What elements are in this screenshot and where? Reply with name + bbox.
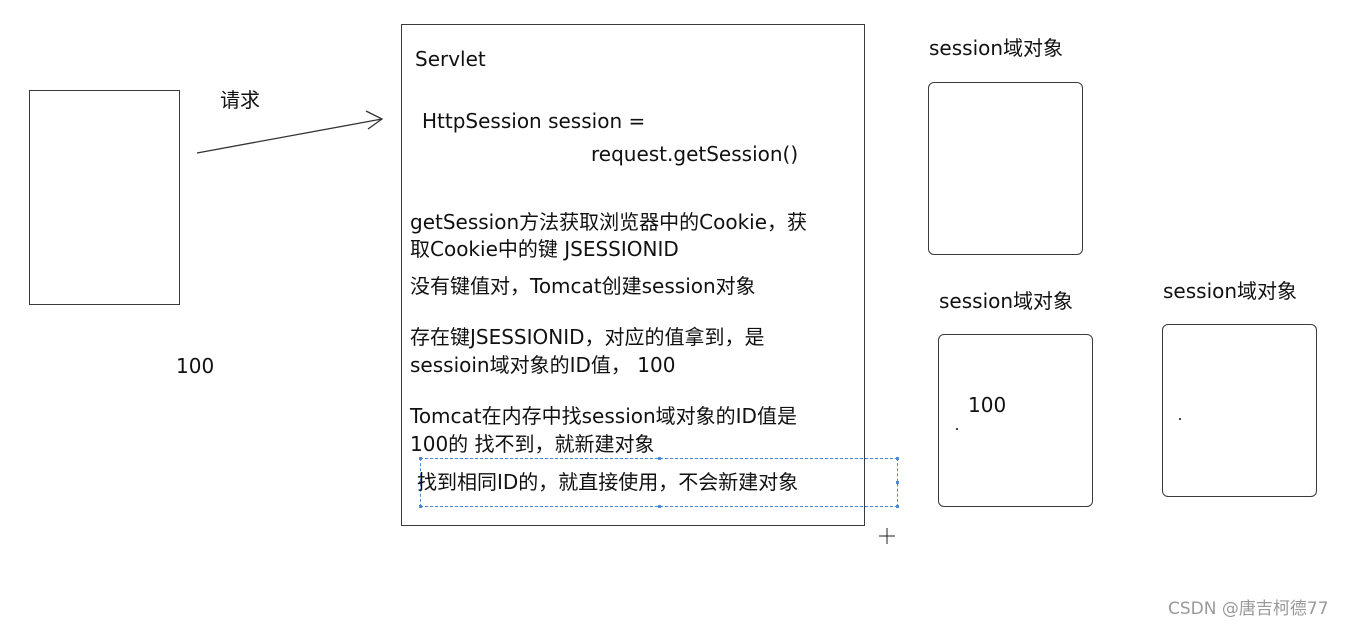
session-object-2-id: 100 — [968, 393, 1007, 417]
session-object-2-dot — [956, 428, 958, 430]
session-object-1-box — [928, 82, 1083, 255]
session-object-3-label: session域对象 — [1163, 279, 1298, 303]
session-object-3-box — [1162, 324, 1317, 497]
servlet-code-line-2: request.getSession() — [591, 142, 799, 166]
session-object-1-label: session域对象 — [929, 36, 1064, 60]
servlet-title: Servlet — [415, 47, 486, 71]
resize-handle-bl[interactable] — [419, 505, 422, 508]
servlet-desc-4b: 100的 找不到，就新建对象 — [410, 432, 655, 456]
servlet-desc-3b: sessioin域对象的ID值， 100 — [410, 353, 676, 377]
servlet-desc-1a: getSession方法获取浏览器中的Cookie，获 — [410, 210, 808, 234]
servlet-desc-5[interactable]: 找到相同ID的，就直接使用，不会新建对象 — [417, 470, 799, 494]
resize-handle-ml[interactable] — [419, 481, 422, 484]
request-label: 请求 — [220, 88, 260, 112]
client-box — [29, 90, 180, 305]
resize-handle-mr[interactable] — [896, 481, 899, 484]
move-cursor-icon — [879, 528, 895, 544]
selected-text-box[interactable] — [419, 457, 899, 508]
servlet-desc-1b: 取Cookie中的键 JSESSIONID — [410, 237, 679, 261]
resize-handle-bm[interactable] — [658, 505, 661, 508]
session-object-2-label: session域对象 — [939, 289, 1074, 313]
resize-handle-tr[interactable] — [896, 457, 899, 460]
resize-handle-br[interactable] — [896, 505, 899, 508]
resize-handle-tm[interactable] — [658, 457, 661, 460]
client-session-id: 100 — [176, 354, 215, 378]
servlet-desc-4a: Tomcat在内存中找session域对象的ID值是 — [410, 404, 797, 428]
servlet-box — [401, 24, 865, 526]
servlet-desc-2: 没有键值对，Tomcat创建session对象 — [410, 274, 756, 298]
servlet-code-line-1: HttpSession session = — [422, 109, 646, 133]
session-object-2-box — [938, 334, 1093, 507]
session-object-3-dot — [1179, 418, 1181, 420]
watermark: CSDN @唐吉柯德77 — [1168, 599, 1329, 619]
servlet-desc-3a: 存在键JSESSIONID，对应的值拿到，是 — [410, 325, 765, 349]
resize-handle-tl[interactable] — [419, 457, 422, 460]
